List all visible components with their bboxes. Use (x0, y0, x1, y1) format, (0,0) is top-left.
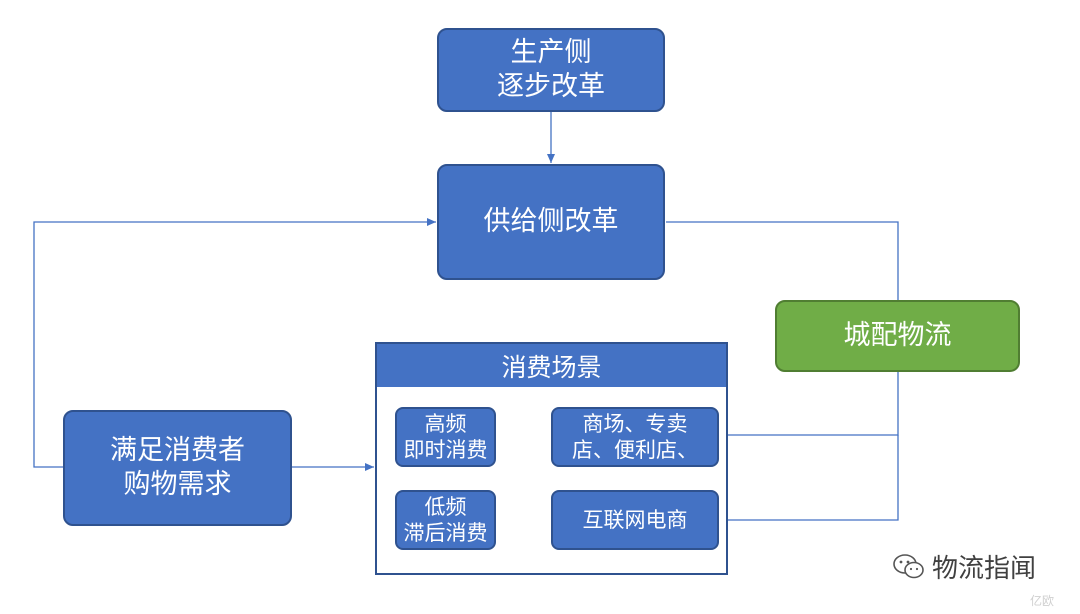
wechat-icon (893, 553, 924, 578)
internet-ecommerce-node: 互联网电商 (551, 490, 719, 550)
watermark-text: 物流指闻 (932, 554, 1037, 584)
low-frequency-line2: 滞后消费 (403, 521, 488, 545)
production-side-node: 生产侧 逐步改革 (437, 28, 665, 112)
production-side-line1: 生产侧 (510, 37, 592, 69)
connector-logistics-to-ecommerce (719, 435, 899, 524)
connector-logistics-to-malls (719, 372, 899, 439)
consumption-scenarios-title: 消费场景 (377, 344, 726, 387)
malls-stores-line1: 商场、专卖 (582, 411, 688, 436)
consumer-demand-line1: 满足消费者 (110, 435, 245, 467)
city-logistics-label: 城配物流 (843, 320, 952, 352)
city-logistics-node: 城配物流 (775, 300, 1020, 372)
supply-side-reform-node: 供给侧改革 (437, 164, 665, 280)
connector-supply-to-logistics (666, 221, 899, 300)
connector-consumer-to-supply (33, 218, 436, 468)
watermark: 物流指闻 (892, 548, 1036, 585)
high-frequency-line2: 即时消费 (403, 438, 488, 462)
production-side-line2: 逐步改革 (497, 71, 605, 102)
malls-stores-node: 商场、专卖 店、便利店、 (551, 407, 719, 467)
supply-side-reform-label: 供给侧改革 (483, 206, 619, 238)
malls-stores-line2: 店、便利店、 (572, 438, 698, 462)
internet-ecommerce-label: 互联网电商 (582, 507, 688, 532)
consumer-demand-node: 满足消费者 购物需求 (63, 410, 292, 526)
low-frequency-node: 低频 滞后消费 (395, 490, 496, 550)
consumer-demand-line2: 购物需求 (123, 469, 232, 500)
faint-watermark: 亿欧 (1030, 594, 1055, 608)
consumption-scenarios-panel: 消费场景 高频 即时消费 商场、专卖 店、便利店、 低频 滞后消费 互联网电商 (375, 342, 728, 575)
high-frequency-line1: 高频 (424, 411, 467, 436)
high-frequency-node: 高频 即时消费 (395, 407, 496, 467)
low-frequency-line1: 低频 (424, 494, 467, 519)
